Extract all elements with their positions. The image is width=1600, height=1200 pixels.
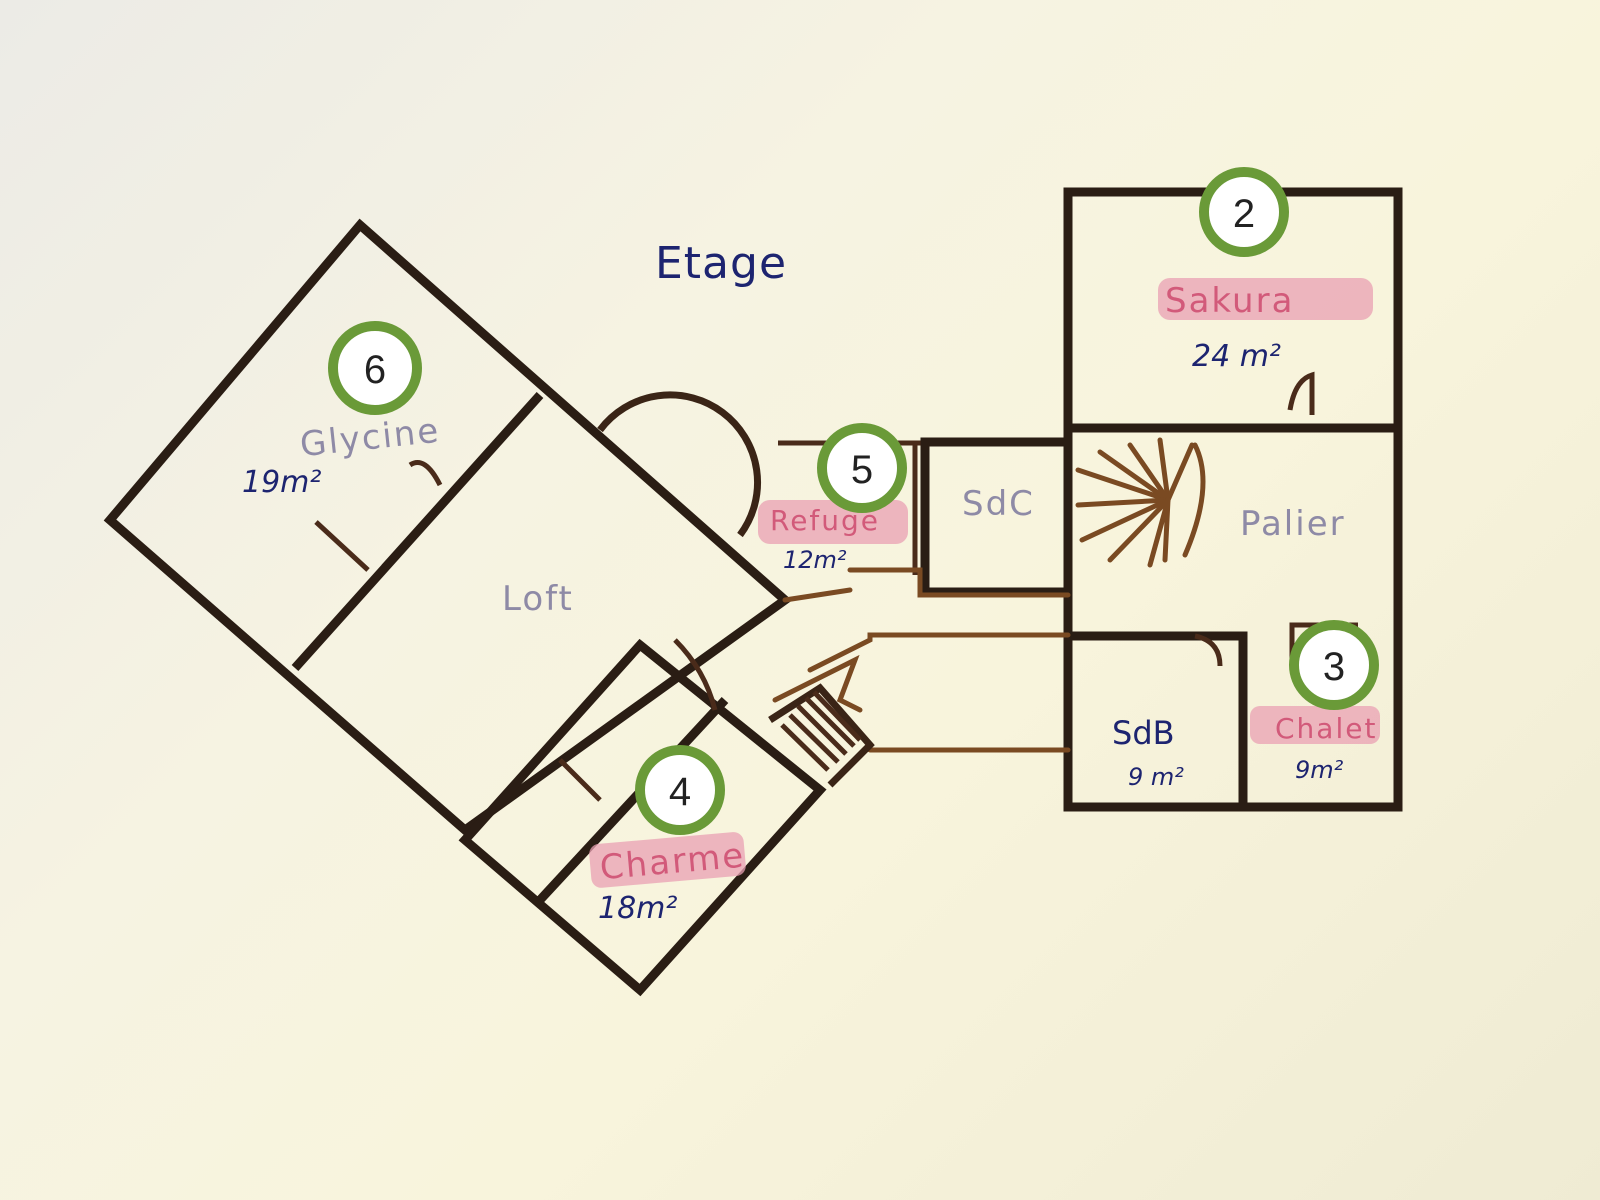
sdb-wall [1068, 631, 1248, 807]
chalet-area: 9m² [1295, 756, 1344, 784]
svg-text:4: 4 [669, 770, 691, 814]
badge-chalet[interactable]: 3 [1289, 620, 1379, 710]
sdb-area: 9 m² [1128, 763, 1184, 791]
badge-refuge[interactable]: 5 [817, 423, 907, 513]
glycine-loft-wall [291, 391, 544, 672]
glycine-area: 19m² [242, 465, 321, 500]
charme-outline [458, 638, 827, 997]
sdb-label: SdB [1112, 714, 1175, 752]
charme-door-arc [673, 638, 718, 711]
glycine-door [408, 460, 443, 487]
glycine-loft-outline [103, 218, 793, 836]
refuge-area: 12m² [783, 546, 847, 574]
chalet-highlight [1250, 706, 1380, 744]
sakura-door [1287, 371, 1315, 415]
charme-area: 18m² [598, 891, 677, 926]
charme-wing [458, 638, 827, 997]
badge-charme[interactable]: 4 [635, 745, 725, 835]
sakura-label: Sakura [1165, 281, 1294, 321]
sdb-door [1194, 633, 1223, 667]
charme-highlight [589, 832, 746, 888]
badge-glycine[interactable]: 6 [328, 321, 422, 415]
straight-staircase [768, 683, 875, 788]
corridors [772, 567, 1071, 753]
page-title: Etage [655, 238, 787, 289]
spiral-staircase [1075, 437, 1206, 568]
glycine-closet-wall [314, 520, 370, 572]
sakura-highlight [1158, 278, 1373, 320]
palier-label: Palier [1240, 504, 1346, 544]
charme-closet [558, 758, 602, 802]
badge-sakura[interactable]: 2 [1199, 167, 1289, 257]
sakura-area: 24 m² [1192, 339, 1281, 374]
charme-inner-wall [536, 696, 729, 904]
turret-arc [597, 391, 761, 538]
svg-text:6: 6 [364, 348, 386, 392]
glycine-label: Glycine [298, 411, 442, 465]
svg-text:3: 3 [1323, 645, 1345, 689]
chalet-label: Chalet [1275, 712, 1377, 745]
sdc-label: SdC [962, 484, 1035, 524]
left-wing [103, 218, 793, 836]
loft-label: Loft [502, 579, 574, 619]
svg-text:5: 5 [851, 448, 873, 492]
svg-text:2: 2 [1233, 192, 1255, 236]
